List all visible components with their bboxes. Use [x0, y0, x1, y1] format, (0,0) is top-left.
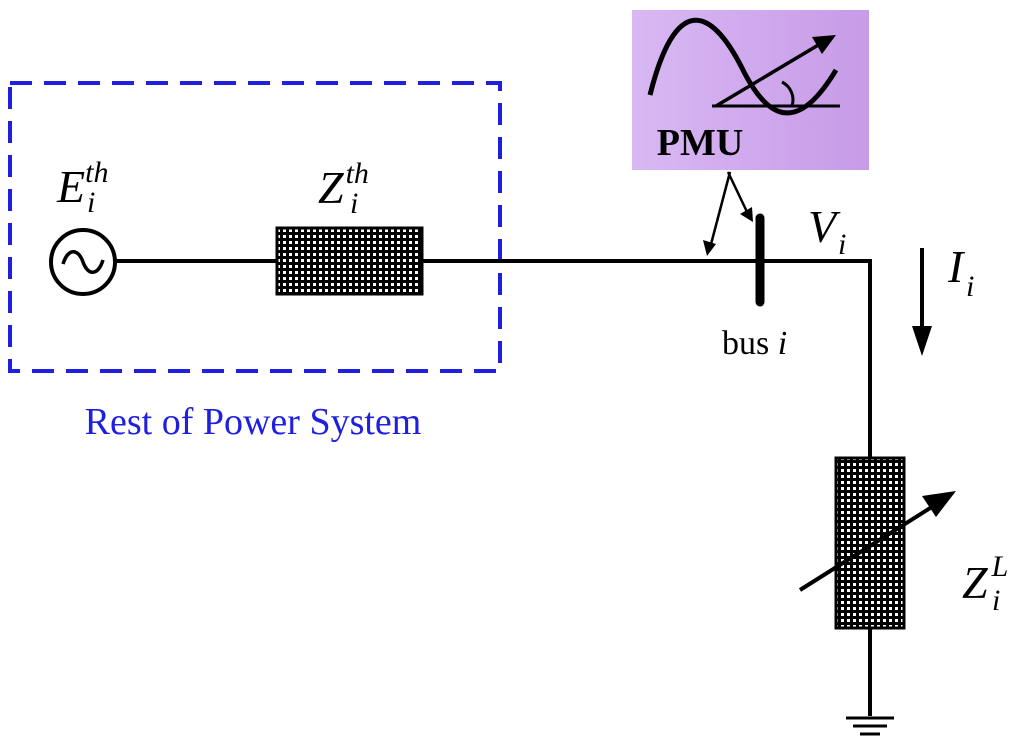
current-arrow-icon [912, 248, 932, 356]
ac-source-icon [49, 228, 117, 296]
thevenin-impedance-icon [275, 226, 424, 296]
source-label-sub: i [87, 186, 95, 219]
bus-label: bus i [722, 325, 787, 362]
rest-of-system-label: Rest of Power System [85, 401, 422, 443]
variable-arrow-icon [798, 491, 956, 592]
ground-icon [846, 716, 894, 736]
pmu-label: PMU [657, 122, 744, 164]
pmu-device: PMU [632, 10, 869, 170]
rest-of-system-boundary [8, 81, 502, 373]
load-impedance-icon [834, 456, 906, 630]
current-label-sub: i [966, 270, 974, 303]
load-impedance-label-sub: i [992, 584, 1000, 617]
thevenin-impedance-label-sub: i [350, 187, 358, 220]
pmu-measurement-arrows [703, 171, 753, 256]
bus-voltage-label-sub: i [838, 228, 846, 261]
thevenin-impedance-label: Zth [318, 157, 369, 213]
current-label: I [947, 241, 966, 292]
phasor-waveform-icon [647, 17, 840, 116]
bus-voltage-label: V [808, 201, 841, 252]
source-label: Eth [56, 156, 108, 212]
